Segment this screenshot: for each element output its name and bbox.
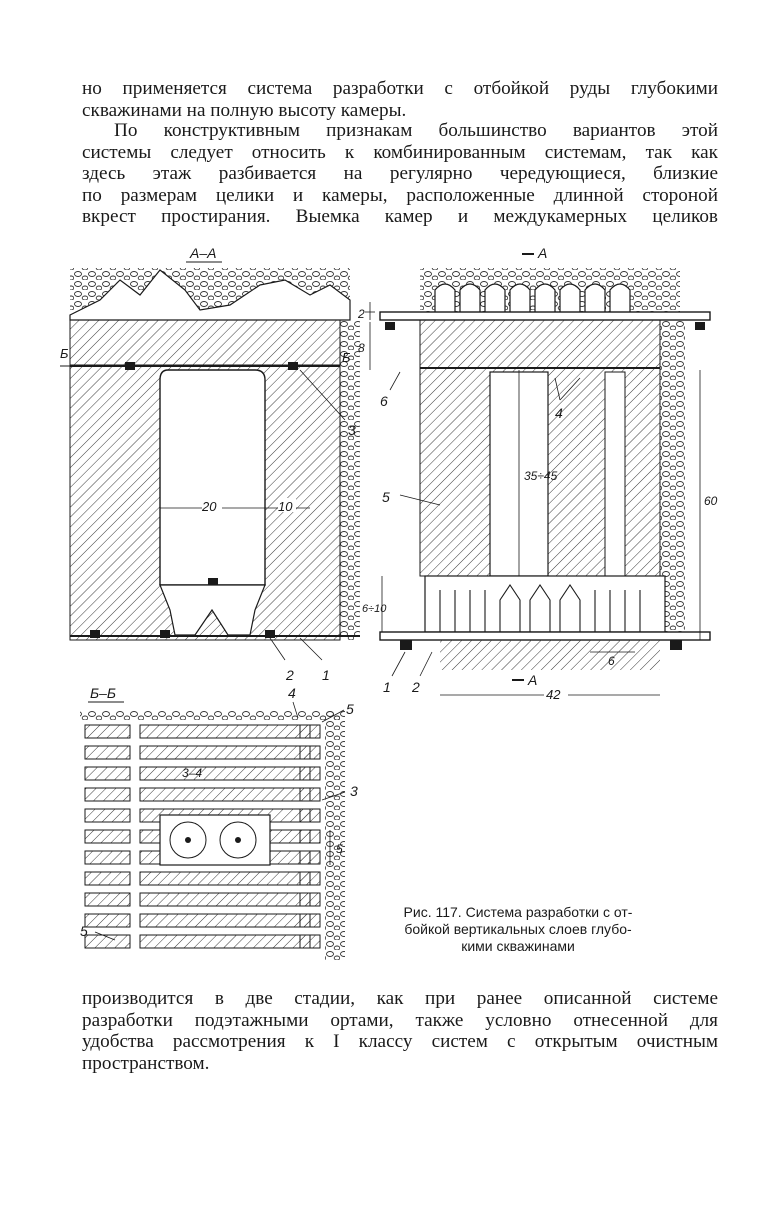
pillar xyxy=(299,913,321,928)
section-bb: Б–Б 3–4 5 4 5 3 5 xyxy=(80,685,358,960)
caption-line: кими скважинами xyxy=(461,938,575,954)
paragraph-bottom: производится в две стадии, как при ранее… xyxy=(82,988,718,1074)
pillar xyxy=(299,766,321,781)
label-6: 6 xyxy=(380,393,388,409)
pillar xyxy=(299,724,321,739)
text-line: по размерам целики и камеры, расположенн… xyxy=(82,184,718,206)
label-4: 4 xyxy=(555,405,563,421)
text-line: пространством. xyxy=(82,1052,210,1074)
pillar xyxy=(299,808,321,823)
pillar xyxy=(299,934,321,949)
text-line: разработки подэтажными ортами, также усл… xyxy=(82,1009,718,1031)
pillar xyxy=(84,934,131,949)
pillar xyxy=(139,871,311,886)
dim-6: 6 xyxy=(608,654,615,668)
dim-5: 5 xyxy=(336,842,343,856)
pillar-rows xyxy=(84,724,321,949)
dim-8: 8 xyxy=(358,341,365,355)
pillar xyxy=(299,745,321,760)
text-line: По конструктивным признакам большинство … xyxy=(114,120,718,141)
section-mark-b-right: Б xyxy=(342,350,351,365)
dim-10: 10 xyxy=(278,499,293,514)
label-4-bb: 4 xyxy=(288,685,296,701)
label-3-bb: 3 xyxy=(350,783,358,799)
label-2: 2 xyxy=(285,667,294,683)
dim-6-10: 6÷10 xyxy=(362,603,387,615)
caption-line: бойкой вертикальных слоев глубо- xyxy=(404,921,632,937)
pillar xyxy=(84,745,131,760)
pillar xyxy=(139,787,311,802)
pillar xyxy=(84,871,131,886)
section-long-title: А xyxy=(537,245,547,261)
section-aa-title: А–А xyxy=(189,245,216,261)
dim-3-4: 3–4 xyxy=(182,766,202,780)
pillar xyxy=(139,766,311,781)
pillar xyxy=(84,829,131,844)
pillar xyxy=(84,724,131,739)
caption-line: Рис. 117. Система разработки с от- xyxy=(403,904,633,920)
text-line: здесь этаж разбивается на регулярно чере… xyxy=(82,163,718,185)
label-5: 5 xyxy=(382,489,390,505)
pillar xyxy=(139,724,311,739)
mining-system-figure: А–А Б Б 20 10 3 2 1 А xyxy=(60,245,718,960)
paragraph-top: но применяется система разработки с отбо… xyxy=(82,78,718,121)
label-2-long: 2 xyxy=(411,679,420,695)
pillar xyxy=(84,787,131,802)
dim-20: 20 xyxy=(201,499,217,514)
dim-35-45: 35÷45 xyxy=(524,469,558,483)
pillar xyxy=(299,850,321,865)
section-long-bottom-mark: А xyxy=(527,672,537,688)
section-bb-title: Б–Б xyxy=(90,685,116,701)
pillar xyxy=(139,934,311,949)
dim-42: 42 xyxy=(546,687,561,702)
pillar xyxy=(139,913,311,928)
pillar xyxy=(139,745,311,760)
pillar xyxy=(84,766,131,781)
label-1: 1 xyxy=(322,667,330,683)
pillar xyxy=(299,787,321,802)
pillar xyxy=(84,850,131,865)
section-long: А 2 8 35÷45 60 6÷10 6 42 А xyxy=(357,245,718,702)
label-5-bb-bottom: 5 xyxy=(80,923,88,939)
label-3: 3 xyxy=(348,422,356,438)
pillar xyxy=(84,808,131,823)
figure-caption: Рис. 117. Система разработки с от- бойко… xyxy=(360,904,676,955)
text-line: производится в две стадии, как при ранее… xyxy=(82,988,718,1009)
pillar xyxy=(299,892,321,907)
pillar xyxy=(84,913,131,928)
pillar xyxy=(84,892,131,907)
text-line: но применяется система разработки с отбо… xyxy=(82,78,718,99)
label-5-bb-top: 5 xyxy=(346,701,354,717)
dim-2: 2 xyxy=(357,307,365,321)
text-line: скважинами на полную высоту камеры. xyxy=(82,99,407,121)
pillar xyxy=(139,892,311,907)
dim-60: 60 xyxy=(704,494,718,508)
text-line: удобства рассмотрения к I классу систем … xyxy=(82,1031,718,1053)
text-line: вкрест простирания. Выемка камер и между… xyxy=(82,206,718,228)
pillar xyxy=(299,829,321,844)
label-1-long: 1 xyxy=(383,679,391,695)
section-aa: А–А Б Б 20 10 3 2 1 xyxy=(60,245,360,683)
section-mark-b-left: Б xyxy=(60,346,69,361)
paragraph-middle: По конструктивным признакам большинство … xyxy=(82,120,718,228)
text-line: системы следует относить к комбинированн… xyxy=(82,141,718,163)
pillar xyxy=(299,871,321,886)
